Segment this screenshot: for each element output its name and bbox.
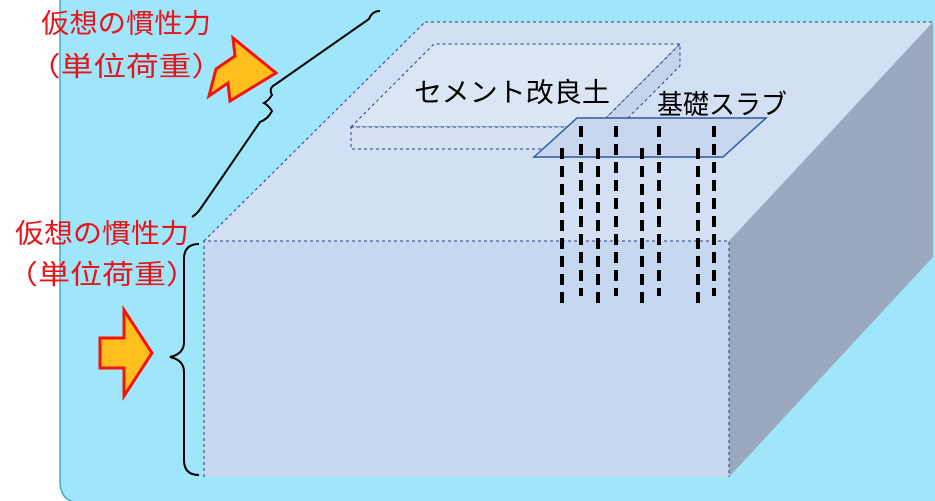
block-arrow-icon bbox=[206, 34, 279, 104]
upper-curly-brace bbox=[191, 10, 381, 218]
upper-force-label: 仮想の慣性力 bbox=[41, 9, 211, 40]
lower-curly-brace bbox=[169, 243, 200, 476]
soil-block-side-face bbox=[729, 22, 933, 477]
foundation-slab bbox=[532, 117, 768, 158]
cement-soil-front bbox=[350, 126, 598, 150]
upper-force-label-sub: （単位荷重） bbox=[28, 52, 224, 83]
block-arrow-icon bbox=[98, 304, 154, 402]
soil-block-dashed-edges bbox=[203, 21, 933, 477]
lower-force-label-sub: （単位荷重） bbox=[6, 260, 198, 291]
lower-force-label: 仮想の慣性力 bbox=[15, 219, 189, 250]
piles bbox=[560, 126, 716, 308]
foundation-slab-label: 基礎スラブ bbox=[657, 90, 787, 121]
cement-soil-label: セメント改良土 bbox=[414, 78, 610, 109]
soil-block-front-face bbox=[204, 241, 729, 477]
cement-soil-layer bbox=[349, 42, 682, 151]
cement-soil-top bbox=[349, 43, 682, 128]
